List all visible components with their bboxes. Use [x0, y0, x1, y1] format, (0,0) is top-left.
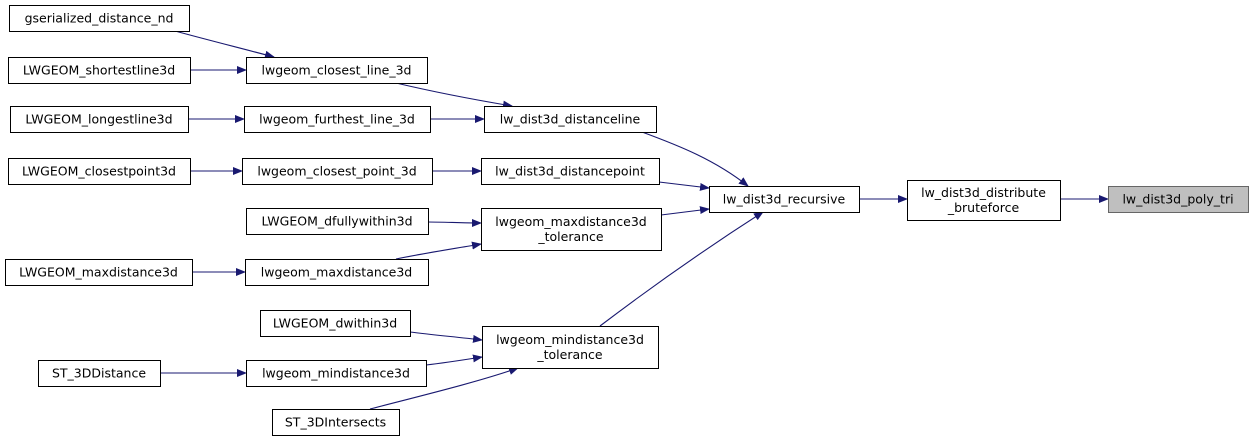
- node-box: [246, 57, 428, 84]
- node-label: _tolerance: [537, 229, 604, 244]
- node-box: [245, 259, 429, 286]
- node-lw-dist3d-recursive[interactable]: lw_dist3d_recursive: [709, 186, 860, 213]
- node-box: [246, 208, 429, 235]
- node-label: lw_dist3d_distanceline: [500, 112, 641, 127]
- edge-lwgeom-mindistance3d-tolerance-to-lw-dist3d-recursive: [599, 211, 764, 327]
- edge-lwgeom-dfullywithin3d-to-lwgeom-maxdistance3d-tolerance: [427, 218, 482, 227]
- node-box: [907, 180, 1061, 221]
- edges: [160, 30, 1109, 410]
- node-lwgeom-maxdistance3d-tolerance[interactable]: lwgeom_maxdistance3d_tolerance: [481, 208, 662, 251]
- node-lwgeom-mindistance3d-tolerance[interactable]: lwgeom_mindistance3d_tolerance: [482, 326, 659, 369]
- node-label: lw_dist3d_recursive: [723, 192, 846, 207]
- node-label: lwgeom_closest_point_3d: [257, 164, 416, 179]
- node-box: [242, 158, 433, 185]
- node-label: _bruteforce: [947, 200, 1020, 215]
- edge-st-3-dintersects-to-lwgeom-mindistance3d-tolerance: [369, 367, 519, 410]
- node-label: ST_3DIntersects: [285, 415, 386, 430]
- node-label: lw_dist3d_distribute: [921, 185, 1046, 200]
- node-label: lwgeom_mindistance3d: [262, 366, 410, 381]
- node-label: lw_dist3d_distancepoint: [495, 164, 645, 179]
- node-label: lwgeom_mindistance3d: [496, 332, 644, 347]
- node-label: LWGEOM_shortestline3d: [23, 63, 175, 78]
- node-label: ST_3DDistance: [52, 366, 146, 381]
- edge-gserialized-distance-nd-to-lwgeom-closest-line-3d: [174, 30, 275, 59]
- edge-lwgeom-closest-line-3d-to-lw-dist3d-distanceline: [395, 82, 513, 109]
- node-box: [484, 106, 657, 133]
- node-lwgeom-closestpoint3d[interactable]: LWGEOM_closestpoint3d: [8, 158, 191, 185]
- node-box: [5, 259, 193, 286]
- node-st-3-dintersects[interactable]: ST_3DIntersects: [272, 409, 400, 436]
- edge-lw-dist3d-distanceline-to-lw-dist3d-recursive: [641, 131, 749, 187]
- edge-lw-dist3d-distancepoint-to-lw-dist3d-recursive: [658, 181, 710, 191]
- node-label: LWGEOM_dfullywithin3d: [261, 214, 412, 229]
- node-box: [260, 310, 411, 337]
- node-lwgeom-closest-point-3d[interactable]: lwgeom_closest_point_3d: [242, 158, 433, 185]
- node-label: lwgeom_maxdistance3d: [495, 214, 646, 229]
- node-box: [481, 158, 660, 185]
- node-lwgeom-maxdistance3d[interactable]: lwgeom_maxdistance3d: [245, 259, 429, 286]
- node-label: LWGEOM_closestpoint3d: [22, 164, 176, 179]
- node-lwgeom-shortestline3d[interactable]: LWGEOM_shortestline3d: [8, 57, 191, 84]
- node-box: [1108, 186, 1249, 213]
- node-st-3-ddistance[interactable]: ST_3DDistance: [38, 360, 161, 387]
- node-label: lwgeom_maxdistance3d: [261, 265, 412, 280]
- node-label: LWGEOM_dwithin3d: [273, 316, 397, 331]
- node-box: [8, 57, 191, 84]
- node-lw-dist3d-poly-tri[interactable]: lw_dist3d_poly_tri: [1108, 186, 1249, 213]
- edge-lwgeom-mindistance3d-to-lwgeom-mindistance3d-tolerance: [425, 354, 483, 366]
- node-box: [482, 326, 659, 369]
- node-label: gserialized_distance_nd: [25, 11, 174, 26]
- node-lw-dist3d-distanceline[interactable]: lw_dist3d_distanceline: [484, 106, 657, 133]
- node-gserialized-distance-nd[interactable]: gserialized_distance_nd: [9, 5, 190, 32]
- node-lwgeom-closest-line-3d[interactable]: lwgeom_closest_line_3d: [246, 57, 428, 84]
- node-lwgeom-dfullywithin3d[interactable]: LWGEOM_dfullywithin3d: [246, 208, 429, 235]
- edge-lwgeom-dwithin3d-to-lwgeom-mindistance3d-tolerance: [409, 331, 483, 343]
- node-label: LWGEOM_maxdistance3d: [19, 265, 178, 280]
- node-lwgeom-maxdistance3d[interactable]: LWGEOM_maxdistance3d: [5, 259, 193, 286]
- node-box: [244, 106, 431, 133]
- node-label: lwgeom_closest_line_3d: [262, 63, 412, 78]
- node-box: [10, 106, 189, 133]
- node-box: [272, 409, 400, 436]
- node-label: LWGEOM_longestline3d: [25, 112, 172, 127]
- node-box: [8, 158, 191, 185]
- node-label: lw_dist3d_poly_tri: [1122, 192, 1233, 207]
- nodes: lw_dist3d_poly_tri lw_dist3d_distribute_b…: [5, 5, 1249, 436]
- node-lw-dist3d-distribute-bruteforce[interactable]: lw_dist3d_distribute_bruteforce: [907, 180, 1061, 221]
- node-label: lwgeom_furthest_line_3d: [259, 112, 415, 127]
- node-box: [9, 5, 190, 32]
- node-label: _tolerance: [536, 347, 603, 362]
- node-lw-dist3d-distancepoint[interactable]: lw_dist3d_distancepoint: [481, 158, 660, 185]
- edge-lwgeom-maxdistance3d-to-lwgeom-maxdistance3d-tolerance: [395, 241, 482, 260]
- node-lwgeom-furthest-line-3d[interactable]: lwgeom_furthest_line_3d: [244, 106, 431, 133]
- node-lwgeom-mindistance3d[interactable]: lwgeom_mindistance3d: [246, 360, 427, 387]
- node-box: [38, 360, 161, 387]
- node-box: [246, 360, 427, 387]
- edge-lwgeom-maxdistance3d-tolerance-to-lw-dist3d-recursive: [660, 206, 710, 216]
- node-box: [481, 208, 662, 251]
- node-box: [709, 186, 860, 213]
- node-lwgeom-dwithin3d[interactable]: LWGEOM_dwithin3d: [260, 310, 411, 337]
- node-lwgeom-longestline3d[interactable]: LWGEOM_longestline3d: [10, 106, 189, 133]
